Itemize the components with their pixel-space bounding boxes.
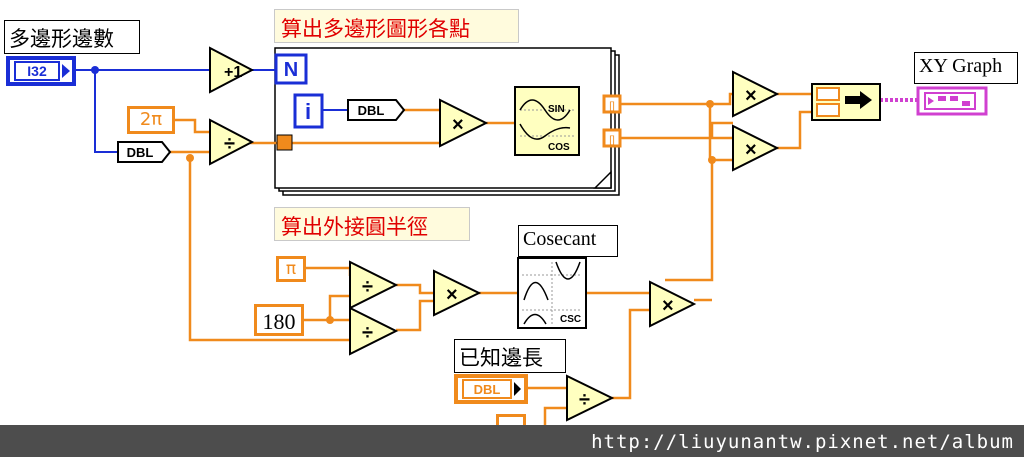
dbl-control-known-side[interactable]: DBL xyxy=(454,374,528,404)
i32-label: I32 xyxy=(27,63,47,79)
to-dbl-node-1[interactable]: DBL xyxy=(117,141,172,163)
i-label: i xyxy=(305,99,311,124)
cosecant-node[interactable]: CSC xyxy=(517,257,587,329)
xy-graph-indicator[interactable] xyxy=(916,86,988,116)
divide-node-2[interactable]: ÷ xyxy=(349,260,399,310)
dbl-label: DBL xyxy=(358,103,385,118)
increment-label: +1 xyxy=(224,64,242,81)
n-label: N xyxy=(284,59,298,81)
sine-wave-icon xyxy=(519,99,571,121)
multiply-node-2[interactable]: × xyxy=(732,70,780,118)
csc-label: CSC xyxy=(560,314,581,325)
cosecant-curve-icon xyxy=(523,281,549,301)
to-dbl-node-2[interactable]: DBL xyxy=(347,99,406,121)
watermark-footer xyxy=(0,425,1024,457)
increment-node[interactable]: +1 xyxy=(209,46,255,94)
sine-cosine-node[interactable]: SIN COS xyxy=(514,86,580,156)
two-pi-constant[interactable]: 2π xyxy=(127,106,175,134)
multiply-node-4[interactable]: × xyxy=(433,269,482,317)
polygon-sides-label: 多邊形邊數 xyxy=(4,20,140,54)
multiply-label: × xyxy=(446,284,458,306)
i-iteration-terminal[interactable]: i xyxy=(293,93,324,129)
multiply-node-5[interactable]: × xyxy=(649,280,697,328)
divide-node-4[interactable]: ÷ xyxy=(566,374,615,422)
divide-label: ÷ xyxy=(224,133,235,155)
dbl-label: DBL xyxy=(474,382,501,397)
sin-label: SIN xyxy=(548,104,565,115)
svg-text:[]: [] xyxy=(609,101,615,112)
output-tunnel-cos[interactable]: [] xyxy=(602,128,622,148)
divide-label: ÷ xyxy=(362,276,373,298)
cosine-wave-icon xyxy=(519,123,571,140)
multiply-node-3[interactable]: × xyxy=(732,124,780,172)
known-side-label: 已知邊長 xyxy=(454,339,566,373)
compute-radius-comment: 算出外接圓半徑 xyxy=(274,207,470,241)
pi-constant[interactable]: π xyxy=(276,256,306,282)
output-tunnel-sin[interactable]: [] xyxy=(602,94,622,114)
multiply-label: × xyxy=(452,114,464,136)
constant-180[interactable]: 180 xyxy=(254,304,304,336)
divide-label: ÷ xyxy=(362,322,373,344)
orange-junctions xyxy=(186,100,716,324)
multiply-node-1[interactable]: × xyxy=(439,98,489,148)
bundle-node[interactable] xyxy=(811,83,881,121)
divide-label: ÷ xyxy=(579,389,590,411)
dbl-label: DBL xyxy=(127,145,154,160)
multiply-label: × xyxy=(745,139,757,161)
multiply-label: × xyxy=(745,85,757,107)
divide-node-3[interactable]: ÷ xyxy=(349,306,399,356)
multiply-label: × xyxy=(662,295,674,317)
n-count-terminal[interactable]: N xyxy=(274,53,308,85)
cosecant-label: Cosecant xyxy=(518,225,618,257)
divide-node-1[interactable]: ÷ xyxy=(209,118,255,166)
compute-points-comment: 算出多邊形圖形各點 xyxy=(274,9,519,43)
input-tunnel[interactable] xyxy=(276,134,293,151)
cos-label: COS xyxy=(548,142,570,153)
xy-graph-label: XY Graph xyxy=(914,52,1018,84)
blue-wires xyxy=(74,66,276,153)
i32-control[interactable]: I32 xyxy=(6,56,76,86)
watermark-url: http://liuyunantw.pixnet.net/album xyxy=(591,431,1014,453)
svg-text:[]: [] xyxy=(609,135,615,146)
orange-wires xyxy=(170,92,812,434)
